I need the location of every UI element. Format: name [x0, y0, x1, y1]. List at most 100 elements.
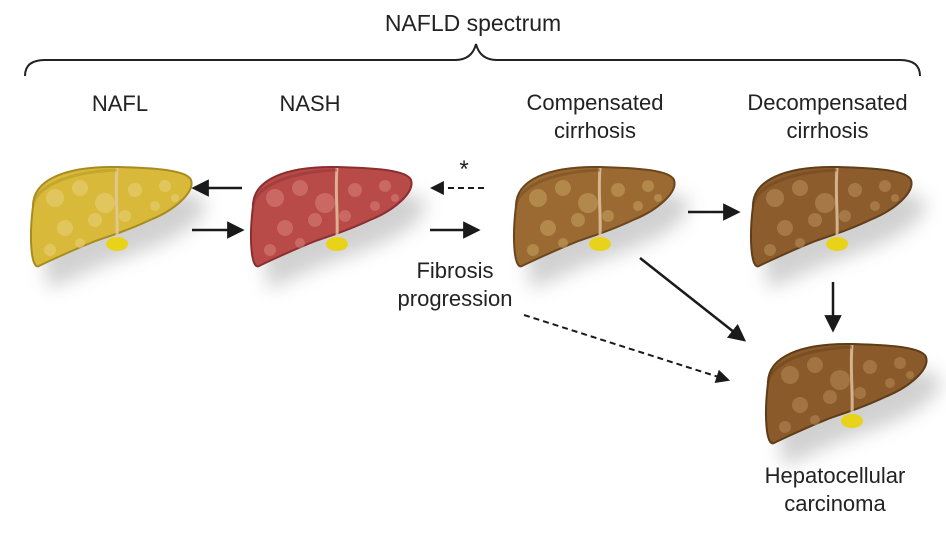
liver-nodule: [808, 213, 822, 227]
label-hcc-line1: Hepatocellular: [764, 463, 906, 488]
liver-nodule: [391, 194, 399, 202]
liver-nodule: [57, 220, 73, 236]
falciform-ligament: [834, 167, 839, 237]
liver-nodule: [848, 183, 862, 197]
liver-nodule: [602, 210, 614, 222]
liver-nodule: [295, 238, 305, 248]
liver-nodule: [654, 194, 662, 202]
liver-nodule: [823, 390, 837, 404]
liver-edge-shade: [514, 168, 601, 207]
label-decompensated: Decompensated cirrhosis: [720, 89, 935, 145]
liver-shadow: [45, 188, 206, 289]
liver-nodule: [891, 194, 899, 202]
gallbladder: [106, 237, 128, 251]
liver-hcc: [765, 342, 941, 466]
liver-edge-shade: [251, 168, 338, 207]
liver-nodule: [88, 213, 102, 227]
label-hcc: Hepatocellular carcinoma: [730, 462, 940, 518]
gallbladder: [589, 237, 611, 251]
asterisk-marker: *: [459, 156, 469, 183]
liver-nodule: [46, 189, 64, 207]
liver-nodule: [879, 180, 891, 192]
liver-shadow: [528, 188, 689, 289]
liver-nodule: [578, 193, 598, 213]
liver-body: [765, 342, 928, 445]
liver-edge-shade: [31, 168, 118, 207]
liver-nodule: [792, 180, 808, 196]
arrow-nash-to-hcc-dashed: [523, 314, 731, 384]
spectrum-brace: [24, 43, 921, 77]
liver-nodule: [558, 238, 568, 248]
liver-nodule: [264, 244, 276, 256]
label-nash: NASH: [279, 91, 341, 116]
label-decompensated-line2: cirrhosis: [786, 118, 869, 143]
falciform-ligament: [334, 167, 339, 237]
gallbladder: [841, 414, 863, 428]
liver-nodule: [128, 183, 142, 197]
liver-shadow: [765, 188, 926, 289]
liver-nodule: [863, 360, 877, 374]
liver-edge-shade: [751, 168, 838, 207]
label-decompensated-line1: Decompensated: [747, 90, 908, 115]
liver-nodule: [781, 366, 799, 384]
liver-nodule: [777, 220, 793, 236]
label-compensated-line2: cirrhosis: [554, 118, 636, 143]
liver-nodule: [540, 220, 556, 236]
liver-nodule: [792, 397, 808, 413]
label-fibrosis: Fibrosis progression: [370, 257, 540, 313]
liver-body: [750, 165, 913, 268]
liver-nodule: [764, 244, 776, 256]
liver-nodule: [379, 180, 391, 192]
label-hcc-line2: carcinoma: [784, 491, 886, 516]
liver-nafl: [30, 165, 206, 289]
gallbladder: [326, 237, 348, 251]
liver-nodule: [308, 213, 322, 227]
label-fibrosis-line1: Fibrosis: [416, 258, 494, 283]
liver-decompensated: [750, 165, 926, 289]
liver-nodule: [766, 189, 784, 207]
liver-nodule: [150, 201, 160, 211]
liver-nodule: [906, 371, 914, 379]
liver-nodule: [633, 201, 643, 211]
liver-nodule: [611, 183, 625, 197]
liver-nodule: [527, 244, 539, 256]
liver-nodule: [555, 180, 571, 196]
liver-nodule: [72, 180, 88, 196]
liver-compensated: [513, 165, 689, 289]
liver-nodule: [810, 415, 820, 425]
falciform-ligament: [597, 167, 602, 237]
liver-nodule: [839, 210, 851, 222]
liver-nodule: [95, 193, 115, 213]
liver-nodule: [348, 183, 362, 197]
gallbladder: [826, 237, 848, 251]
liver-body: [30, 165, 193, 268]
liver-nodule: [642, 180, 654, 192]
label-nafl: NAFL: [91, 91, 149, 116]
label-compensated: Compensated cirrhosis: [490, 89, 700, 145]
liver-nodule: [75, 238, 85, 248]
liver-nodule: [529, 189, 547, 207]
liver-nodule: [830, 370, 850, 390]
liver-nodule: [779, 421, 791, 433]
liver-nodule: [370, 201, 380, 211]
label-fibrosis-line2: progression: [397, 286, 513, 311]
falciform-ligament: [849, 344, 854, 414]
liver-nodule: [44, 244, 56, 256]
liver-nodule: [159, 180, 171, 192]
liver-nodule: [807, 357, 823, 373]
liver-body: [513, 165, 676, 268]
arrow-compensated-to-hcc: [639, 257, 747, 342]
liver-nodule: [894, 357, 906, 369]
liver-nodule: [815, 193, 835, 213]
liver-nodule: [795, 238, 805, 248]
falciform-ligament: [114, 167, 119, 237]
liver-nodule: [870, 201, 880, 211]
liver-edge-shade: [766, 345, 853, 384]
liver-nodule: [277, 220, 293, 236]
liver-nodule: [315, 193, 335, 213]
liver-nodule: [885, 378, 895, 388]
liver-nodule: [292, 180, 308, 196]
liver-shadow: [780, 365, 941, 466]
liver-nodule: [339, 210, 351, 222]
